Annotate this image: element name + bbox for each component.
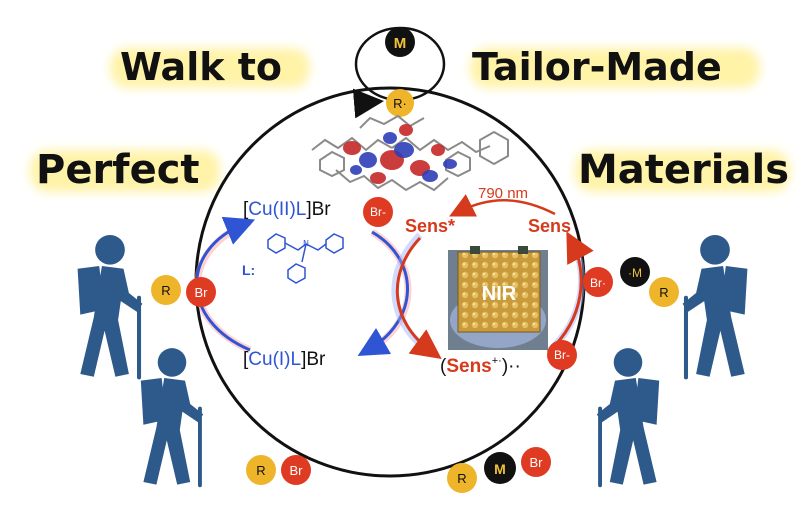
badge-r-left-lower [246,455,276,485]
badge-m-bottom [484,452,516,484]
sens-label: Sens [528,216,571,236]
badge-r-right-upper [649,277,679,307]
cu1-core: Cu(I)L [248,349,301,370]
copper-cycle: [Cu(II)L]Br Br- [Cu(I)L]Br L: N [194,197,412,370]
badge-m-right-upper [620,257,650,287]
ligand-structure: N [267,233,344,284]
metal-badge-label: M [394,35,407,52]
headline-glows [30,48,790,192]
sens-radical-core: Sens [446,356,491,377]
badge-br-right-upper [583,267,613,297]
badge-br-right-upper-label: Br· [590,276,606,290]
copper-reduction-arrow [357,230,409,357]
hiker-icon-left-lower [140,348,204,488]
wavelength-label: 790 nm [478,185,528,202]
sens-to-radical-arrow [395,236,442,360]
headline-walk-to: Walk to [120,45,282,89]
badge-br-left-upper [186,277,216,307]
cu2-core: Cu(II)L [248,199,306,220]
svg-text:[Cu(I)L]Br: [Cu(I)L]Br [243,349,326,370]
cu2-suffix: ]Br [306,199,331,220]
badge-r-left-lower-label: R [256,463,265,478]
sens-radical-open: ( [440,356,447,377]
headline-perfect: Perfect [36,147,200,193]
badge-r-left-upper [151,275,181,305]
excitation-arrow [449,194,556,217]
sensitizer-cycle: 790 nm Sens* Sens (Sens+·)·· Br- NIR [391,185,594,377]
svg-text:N: N [303,239,309,248]
badge-r-bottom-label: R [457,471,466,486]
sens-radical-sup: +· [492,355,502,367]
main-cycle-arrow [352,88,384,119]
br-badge-cu2-label: Br- [370,205,386,219]
badge-r-bottom [447,463,477,493]
svg-text:[Cu(II)L]Br: [Cu(II)L]Br [243,199,331,220]
svg-text:(Sens+·)··: (Sens+·)·· [440,355,521,377]
headline-materials: Materials [578,147,789,193]
radical-badge-label: R· [393,96,407,111]
ligand-label: L: [242,262,255,278]
badge-br-bottom [521,447,551,477]
sens-excited-label: Sens* [405,216,455,236]
badge-br-left-upper-label: Br [195,285,209,300]
br-badge-sens-label: Br- [554,348,570,362]
radical-badge-circle [386,89,414,117]
badge-m-right-upper-label: ·M [628,266,642,280]
nir-label: NIR [482,283,517,305]
cu2-bracket-open: [ [243,199,249,220]
hiker-icon-right-upper [682,234,748,380]
sens-radical-close: )·· [502,356,521,377]
badge-r-right-upper-label: R [659,285,668,300]
badge-br-left-lower [281,455,311,485]
headline-tailor-made: Tailor-Made [472,45,722,89]
cu1-bracket-open: [ [243,349,249,370]
metal-badge-circle [385,27,415,57]
badge-br-bottom-label: Br [530,455,544,470]
hiker-icon-right-lower [596,348,660,488]
nir-photo [448,246,548,350]
badge-m-bottom-label: M [494,461,506,477]
br-badge-sens-circle [547,340,577,370]
br-badge-cu2-circle [363,197,393,227]
hiker-icon-left-upper [77,234,143,380]
badge-br-left-lower-label: Br [290,463,304,478]
badge-r-left-upper-label: R [161,283,170,298]
molecular-orbital-graphic [311,114,509,192]
cu1-suffix: ]Br [301,349,326,370]
